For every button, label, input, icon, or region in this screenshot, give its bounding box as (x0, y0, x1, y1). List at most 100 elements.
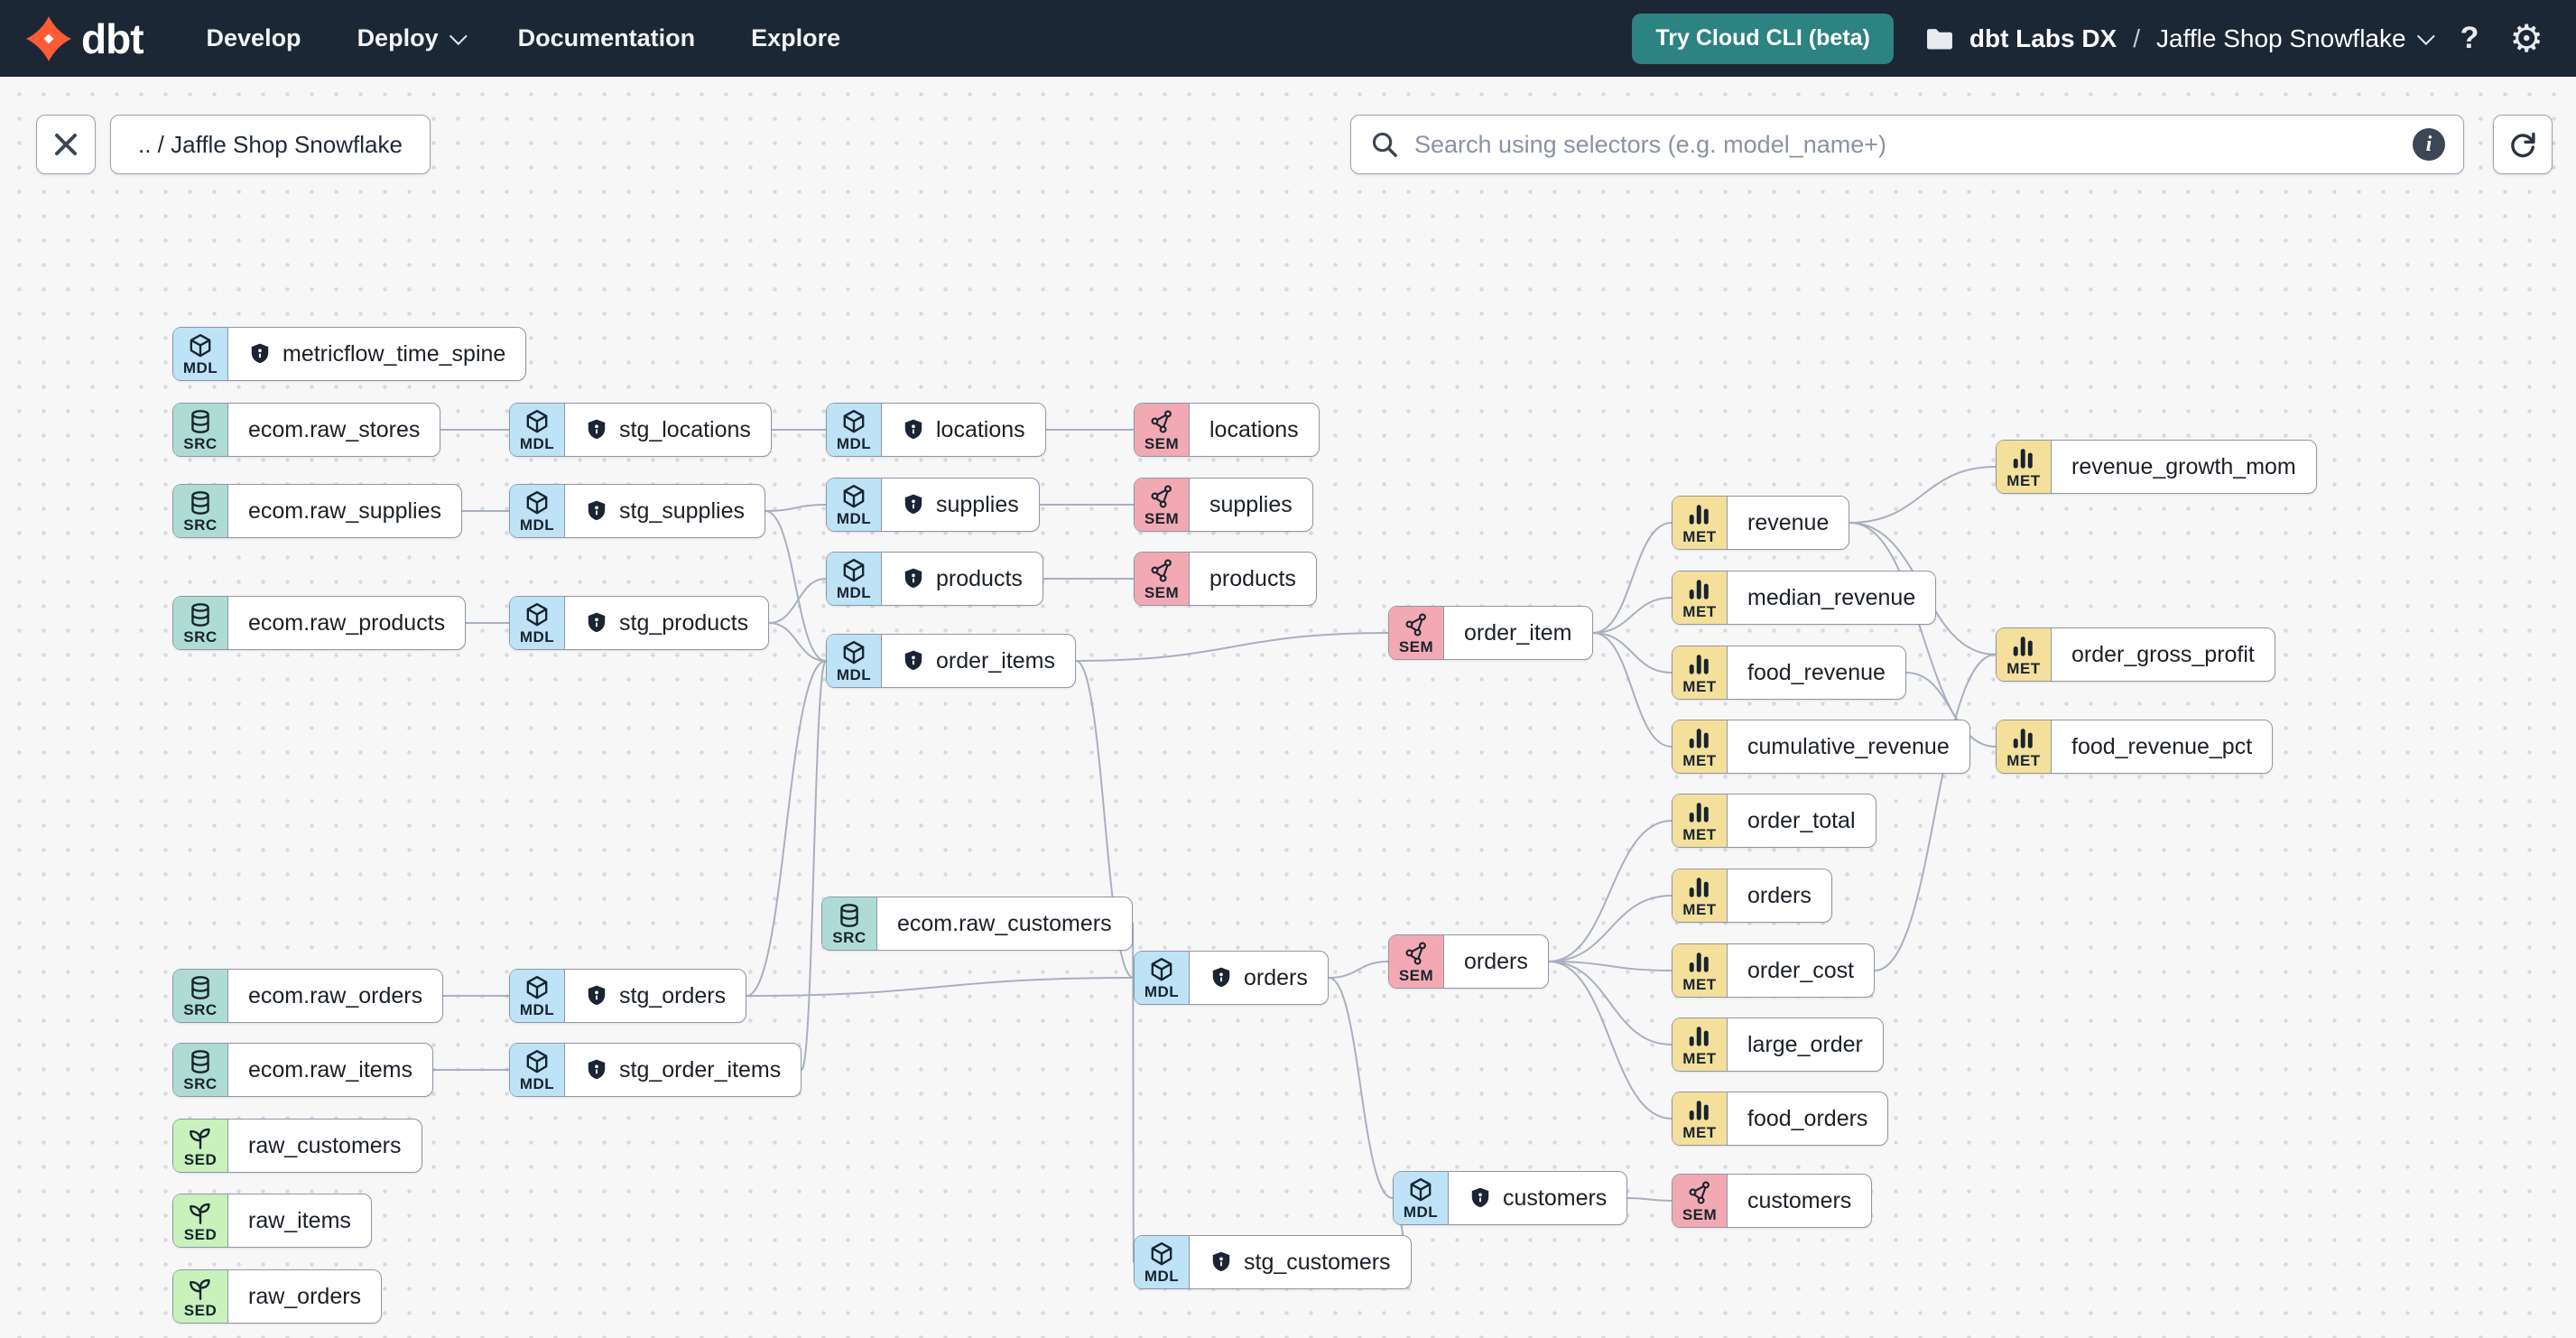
node-type-badge: SED (173, 1194, 228, 1247)
lineage-path-chip[interactable]: .. / Jaffle Shop Snowflake (110, 115, 431, 174)
lineage-canvas[interactable]: .. / Jaffle Shop Snowflake i MDL metricfl… (0, 77, 2576, 1338)
node-type-badge: SRC (173, 485, 228, 537)
cube-icon (524, 408, 551, 435)
refresh-button[interactable] (2493, 115, 2553, 174)
node-body: order_items (882, 635, 1075, 687)
try-cloud-cli-button[interactable]: Try Cloud CLI (beta) (1632, 13, 1894, 64)
node-type-badge: MDL (827, 635, 882, 687)
edge-orders_sem--order_total (1548, 820, 1673, 962)
shield-icon (902, 649, 925, 673)
node-label: orders (1747, 882, 1812, 908)
shield-icon (585, 1058, 608, 1082)
node-label: food_revenue_pct (2071, 733, 2253, 759)
graph-node-raw_customers[interactable]: SED raw_customers (172, 1119, 422, 1173)
nav-item-documentation[interactable]: Documentation (517, 24, 696, 51)
node-label: metricflow_time_spine (283, 340, 506, 367)
shield-icon (1209, 1250, 1233, 1274)
node-type-label: SED (183, 1302, 218, 1319)
database-icon (187, 408, 214, 435)
node-type-badge: MET (1673, 571, 1728, 624)
node-label: ecom.raw_stores (248, 416, 421, 442)
help-button[interactable]: ? (2460, 21, 2479, 55)
graph-node-metricflow_time_spine[interactable]: MDL metricflow_time_spine (172, 327, 527, 381)
node-body: stg_products (565, 597, 768, 649)
search-input[interactable] (1413, 129, 2400, 160)
info-icon[interactable]: i (2413, 128, 2445, 161)
node-type-badge: MDL (827, 404, 882, 456)
project-name[interactable]: Jaffle Shop Snowflake (2156, 24, 2435, 53)
node-type-badge: MDL (510, 1044, 565, 1096)
node-label: products (1209, 565, 1296, 591)
project-breadcrumb[interactable]: dbt Labs DX / Jaffle Shop Snowflake (1924, 23, 2435, 54)
close-button[interactable] (36, 115, 96, 174)
dbt-logo[interactable]: dbt (25, 14, 144, 63)
node-type-label: MDL (519, 435, 555, 452)
node-label: order_total (1747, 807, 1856, 833)
graph-node-locations[interactable]: MDL locations (826, 403, 1046, 457)
node-type-label: SED (183, 1151, 218, 1168)
node-body: ecom.raw_orders (228, 970, 442, 1022)
shield-icon (585, 418, 608, 441)
node-body: orders (1444, 935, 1548, 988)
node-type-badge: MDL (173, 328, 228, 380)
node-label: stg_order_items (619, 1056, 782, 1082)
node-label: locations (936, 416, 1025, 442)
nav-item-explore[interactable]: Explore (751, 24, 841, 51)
edge-order_item_sem--food_revenue (1592, 632, 1673, 674)
node-label: food_orders (1747, 1105, 1868, 1131)
node-body: raw_customers (228, 1120, 422, 1172)
nav-item-deploy[interactable]: Deploy (357, 24, 468, 52)
shield-icon (248, 342, 272, 366)
breadcrumb-separator: / (2133, 23, 2140, 52)
node-label: cumulative_revenue (1747, 733, 1950, 759)
settings-button[interactable]: ⚙ (2509, 19, 2544, 58)
node-body: ecom.raw_supplies (228, 485, 461, 537)
bar-chart-icon (1686, 799, 1713, 826)
nav-item-develop[interactable]: Develop (206, 24, 301, 51)
graph-node-stg_order_items[interactable]: MDL stg_order_items (509, 1043, 802, 1097)
node-label: ecom.raw_items (248, 1056, 412, 1082)
node-type-label: MET (1682, 603, 1717, 620)
cube-icon (524, 1048, 551, 1075)
nav-right-cluster: Try Cloud CLI (beta) dbt Labs DX / Jaffl… (1632, 13, 2544, 64)
node-body: food_revenue_pct (2052, 720, 2272, 773)
node-body: ecom.raw_products (228, 597, 465, 649)
shield-icon (902, 567, 925, 590)
